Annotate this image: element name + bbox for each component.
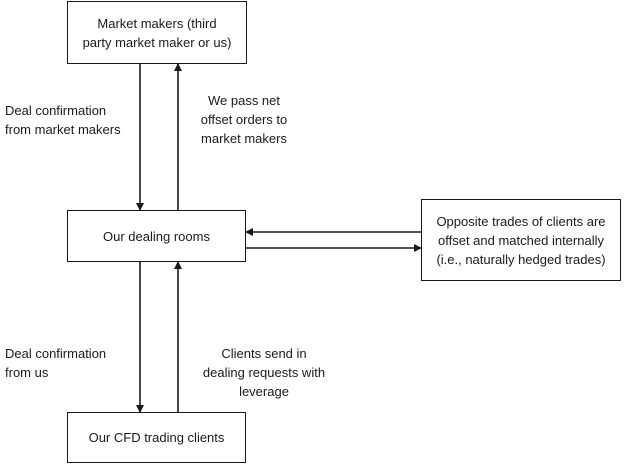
edge-label-confirm-from-us: Deal confirmation from us — [5, 346, 107, 380]
node-internal-matching-label: Opposite trades of clients are offset an… — [436, 213, 606, 267]
node-internal-matching: Opposite trades of clients are offset an… — [421, 199, 621, 281]
edge-label-net-offset-orders: We pass net offset orders to market make… — [200, 93, 288, 146]
node-dealing-rooms-label: Our dealing rooms — [103, 228, 210, 244]
node-market-makers: Market makers (third party market maker … — [67, 1, 247, 64]
node-market-makers-label: Market makers (third party market maker … — [82, 15, 232, 50]
edge-label-client-requests: Clients send in dealing requests with le… — [202, 346, 326, 399]
edge-label-confirm-from-market-makers: Deal confirmation from market makers — [5, 103, 121, 137]
node-cfd-clients-label: Our CFD trading clients — [88, 430, 225, 445]
node-dealing-rooms: Our dealing rooms — [67, 210, 246, 262]
node-cfd-clients: Our CFD trading clients — [67, 412, 246, 463]
